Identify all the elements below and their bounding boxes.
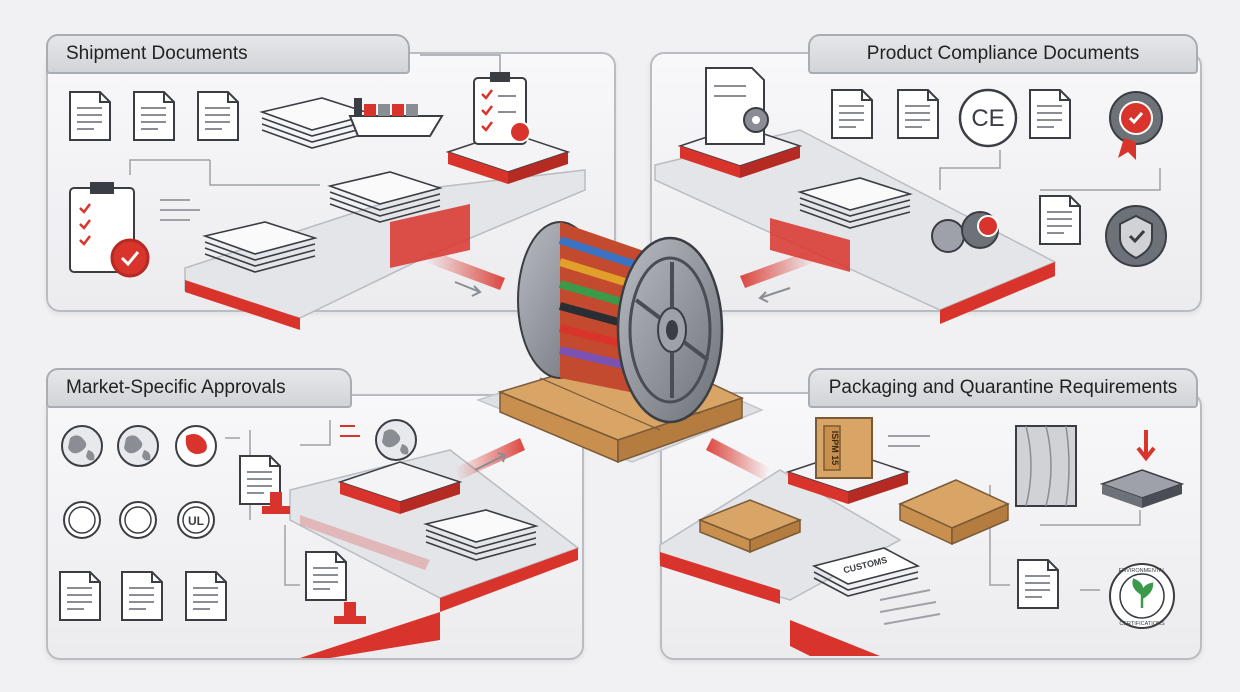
certificate-origin-icon <box>197 91 239 141</box>
globe-europe-icon <box>117 425 159 467</box>
market-icons: UL <box>59 419 537 624</box>
approval-doc-icon <box>121 571 163 621</box>
certificate-ribbon-icon <box>897 89 939 139</box>
emblem-seal-icon <box>63 501 101 539</box>
svg-text:CE: CE <box>971 105 1004 132</box>
globe-asia-red-icon <box>175 425 217 467</box>
gears-icon <box>931 211 999 253</box>
environmental-seal-icon: ENVIRONMENTAL CERTIFICATIONS <box>1109 563 1175 629</box>
wood-grain-icon <box>1015 425 1077 507</box>
svg-text:CERTIFICATIONS: CERTIFICATIONS <box>1119 621 1165 627</box>
approval-stamp-icon <box>334 602 366 624</box>
test-report-icon <box>831 89 873 139</box>
pallet-stack-icon <box>898 479 1010 546</box>
ul-seal-icon: UL <box>177 501 215 539</box>
wooden-pallet-icon <box>697 499 803 554</box>
quality-seal-icon <box>1109 91 1163 160</box>
flow-arrows <box>300 250 816 570</box>
packaging-quarantine-title: Packaging and Quarantine Requirements <box>808 368 1198 408</box>
packaging-icons: ISPM 15 CUSTOMS <box>697 417 1185 629</box>
shipment-platform <box>184 169 586 330</box>
ce-mark-icon: CE <box>958 88 1018 148</box>
invoice-doc-icon <box>69 91 111 141</box>
connector-lines <box>129 54 1161 591</box>
cable-reel-pallet <box>475 221 764 464</box>
approval-clipboard-icon <box>69 182 150 278</box>
svg-text:ISPM 15: ISPM 15 <box>830 431 840 466</box>
technical-doc-gear-icon <box>705 67 769 145</box>
checklist-clipboard-icon <box>473 72 531 145</box>
svg-text:UL: UL <box>188 514 204 528</box>
registration-doc-icon <box>59 571 101 621</box>
certified-doc-icon <box>305 551 347 601</box>
inspection-certificate-icon <box>1017 559 1059 609</box>
rubber-stamp-icon <box>262 492 290 514</box>
license-doc-icon <box>185 571 227 621</box>
compliance-icons: CE <box>679 67 1167 267</box>
gray-arrows <box>454 281 791 471</box>
conformity-certificate-icon <box>1039 195 1081 245</box>
treated-pallet-icon <box>1099 430 1185 508</box>
shipment-icons <box>69 72 569 278</box>
inspection-report-icon <box>1029 89 1071 139</box>
svg-text:ENVIRONMENTAL: ENVIRONMENTAL <box>1119 568 1166 574</box>
shipment-documents-title: Shipment Documents <box>46 34 410 74</box>
packing-list-icon <box>133 91 175 141</box>
ispm-crate-icon: ISPM 15 <box>815 417 873 479</box>
world-globe-icon <box>375 419 417 461</box>
customs-doc-icon: CUSTOMS <box>811 547 921 597</box>
product-compliance-title: Product Compliance Documents <box>808 34 1198 74</box>
shield-gear-icon <box>1105 205 1167 267</box>
authority-seal-icon <box>119 501 157 539</box>
globe-americas-icon <box>61 425 103 467</box>
cargo-ship-icon <box>348 98 444 137</box>
market-approvals-title: Market-Specific Approvals <box>46 368 352 408</box>
